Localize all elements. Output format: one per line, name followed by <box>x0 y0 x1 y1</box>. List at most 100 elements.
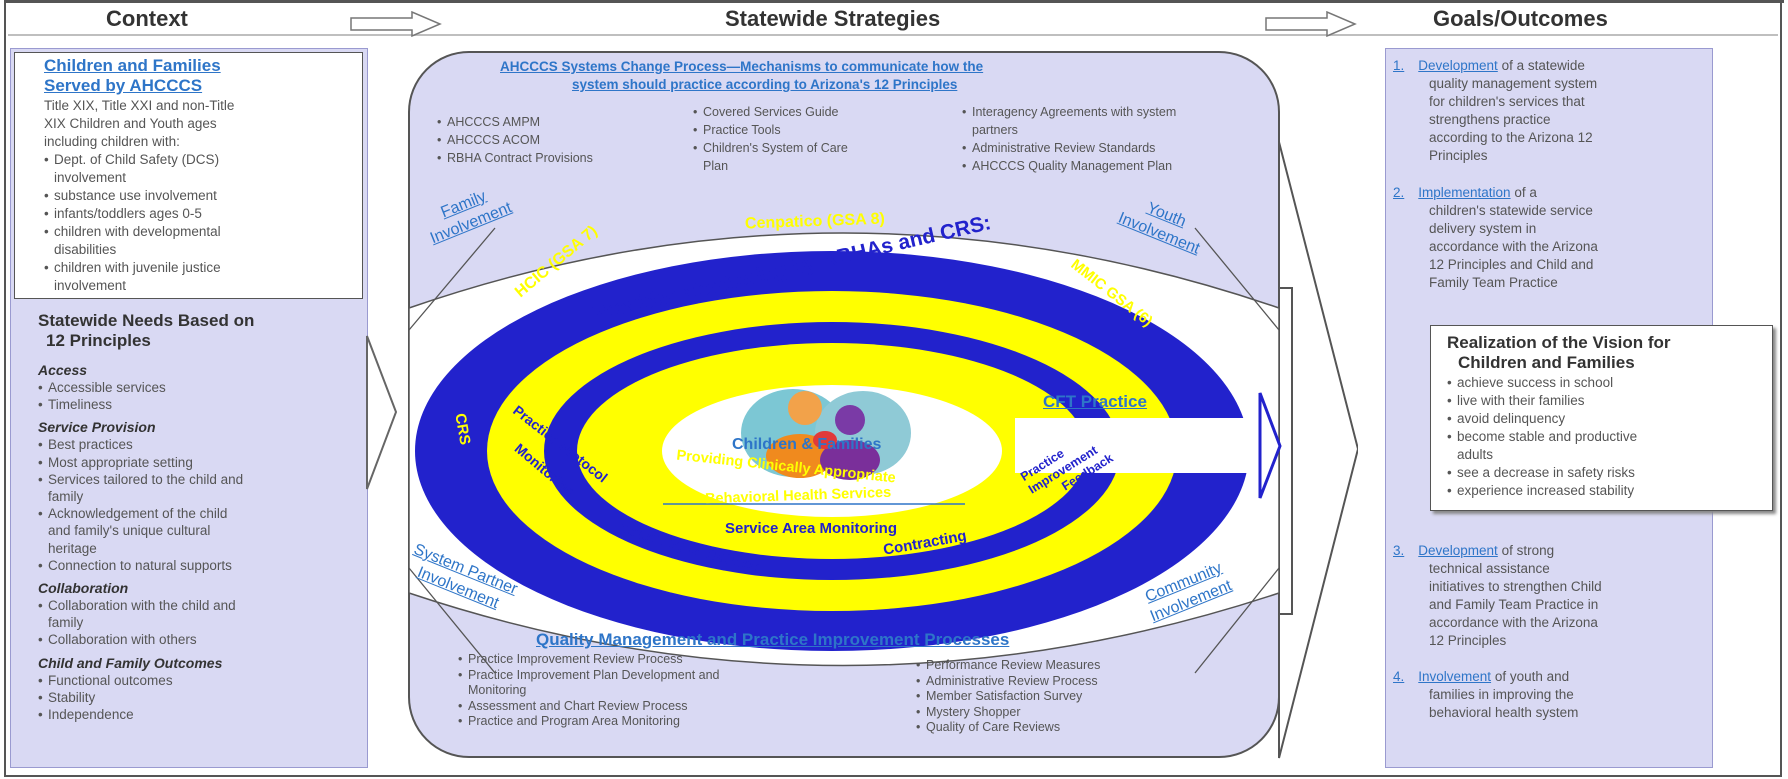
list-item-text: Independence <box>48 707 134 723</box>
goal-link: Development <box>1418 58 1498 73</box>
list-item-text: Interagency Agreements with system <box>972 105 1177 119</box>
list-item-text: become stable and productive <box>1457 429 1638 444</box>
goal-number: 3. <box>1393 543 1405 558</box>
list-item: Best practices <box>38 436 243 453</box>
goal-line: children's statewide service <box>1429 203 1593 218</box>
served-intro-line: Title XIX, Title XXI and non-Title <box>44 98 235 113</box>
list-item: Member Satisfaction Survey <box>916 689 1100 705</box>
list-item-text: substance use involvement <box>54 188 217 203</box>
mechanism-list: AHCCCS AMPMAHCCCS ACOMRBHA Contract Prov… <box>437 113 593 167</box>
list-item: Stability <box>38 689 243 706</box>
list-item-text: Best practices <box>48 437 133 453</box>
list-item: Administrative Review Process <box>916 674 1100 690</box>
served-intro-line: XIX Children and Youth ages <box>44 116 217 131</box>
list-item-text: Quality of Care Reviews <box>926 720 1061 734</box>
strategy-list-2: Covered Services GuidePractice ToolsChil… <box>693 103 848 175</box>
needs-items: Accessible servicesTimeliness <box>38 379 243 414</box>
qm-title: Quality Management and Practice Improvem… <box>536 630 1010 649</box>
list-item-text: Monitoring <box>468 683 527 697</box>
strategy-list-3: Interagency Agreements with systempartne… <box>962 103 1176 175</box>
list-item-text: Assessment and Chart Review Process <box>468 698 688 713</box>
needs-section-title: Collaboration <box>38 580 129 597</box>
needs-section-title: Service Provision <box>38 419 156 436</box>
strategies-diagram <box>408 51 1282 758</box>
goal-line: accordance with the Arizona <box>1429 239 1598 254</box>
list-item-text: children with developmental <box>54 224 221 239</box>
list-item-text: Functional outcomes <box>48 672 173 688</box>
goal-line: 4.Involvement of youth and <box>1393 668 1578 686</box>
list-item: Covered Services Guide <box>693 103 848 121</box>
strategies-header: Statewide Strategies <box>725 6 941 31</box>
vision-title: Children and Families <box>1458 353 1635 372</box>
list-item-text: experience increased stability <box>1457 483 1635 498</box>
goal-line: behavioral health system <box>1429 705 1579 720</box>
list-item-text: family <box>48 615 84 631</box>
goal-line: and Family Team Practice in <box>1429 597 1599 612</box>
goal-number: 2. <box>1393 185 1405 200</box>
list-item-text: RBHA Contract Provisions <box>447 151 593 165</box>
list-item: Administrative Review Standards <box>962 139 1176 157</box>
mechanism-list: Interagency Agreements with systempartne… <box>962 103 1176 175</box>
needs-items: Best practicesMost appropriate settingSe… <box>38 436 243 574</box>
goal-text: of a <box>1510 185 1537 200</box>
goal-line: strengthens practice <box>1429 112 1551 127</box>
header-divider <box>8 34 1778 36</box>
list-item-text: avoid delinquency <box>1457 411 1566 426</box>
list-item-text: Collaboration with others <box>48 632 197 648</box>
family-figure-icon <box>741 389 911 480</box>
strategy-list-1: AHCCCS AMPMAHCCCS ACOMRBHA Contract Prov… <box>437 113 593 167</box>
list-item: Assessment and Chart Review Process <box>458 699 720 715</box>
context-header: Context <box>106 6 188 31</box>
list-item: AHCCCS Quality Management Plan <box>962 157 1176 175</box>
list-item: substance use involvement <box>44 187 234 205</box>
needs-section-items: Best practicesMost appropriate settingSe… <box>38 436 243 574</box>
goal-link: Development <box>1418 543 1498 558</box>
service-area-monitoring-label: Service Area Monitoring <box>725 520 897 537</box>
list-item: Mystery Shopper <box>916 705 1100 721</box>
list-item: RBHA Contract Provisions <box>437 149 593 167</box>
list-item: Accessible services <box>38 379 243 396</box>
qm-items: Practice Improvement Review ProcessPract… <box>458 652 720 730</box>
list-item: Practice Tools <box>693 121 848 139</box>
list-item-text: AHCCCS Quality Management Plan <box>972 159 1173 173</box>
list-item-text: family <box>48 489 84 505</box>
goal-line: Principles <box>1429 148 1488 163</box>
qm-list-2: Performance Review MeasuresAdministrativ… <box>916 658 1100 736</box>
list-item-text: Administrative Review Process <box>926 673 1098 688</box>
goal-link: Involvement <box>1418 669 1492 684</box>
list-item-text: see a decrease in safety risks <box>1457 465 1635 480</box>
list-item: Interagency Agreements with systempartne… <box>962 103 1176 139</box>
needs-items: Functional outcomesStabilityIndependence <box>38 672 243 724</box>
list-item: live with their families <box>1447 392 1637 410</box>
list-item-text: Practice Improvement Review Process <box>468 652 683 666</box>
list-item-text: Stability <box>48 689 96 705</box>
list-item-text: Practice Tools <box>703 123 781 137</box>
goal-line: accordance with the Arizona <box>1429 615 1598 630</box>
cft-practice-label: CFT Practice <box>1043 392 1147 411</box>
goals-header: Goals/Outcomes <box>1433 6 1608 31</box>
list-item-text: children with juvenile justice <box>54 260 221 275</box>
goal-line: delivery system in <box>1429 221 1537 236</box>
diagram-frame <box>4 0 1782 777</box>
list-item-text: adults <box>1457 447 1494 462</box>
list-item-text: and family's unique cultural <box>48 523 211 539</box>
list-item-text: Acknowledgement of the child <box>48 506 228 522</box>
goal-line: 1.Development of a statewide <box>1393 57 1597 75</box>
list-item: Timeliness <box>38 396 243 413</box>
list-item: Quality of Care Reviews <box>916 720 1100 736</box>
served-title: Served by AHCCCS <box>44 76 203 95</box>
list-item: AHCCCS ACOM <box>437 131 593 149</box>
list-item-text: Member Satisfaction Survey <box>926 689 1083 703</box>
goal-text: of strong <box>1497 543 1555 558</box>
served-list: Dept. of Child Safety (DCS)involvementsu… <box>44 151 234 295</box>
list-item: Dept. of Child Safety (DCS)involvement <box>44 151 234 187</box>
goal-line: 12 Principles and Child and <box>1429 257 1594 272</box>
list-item-text: Collaboration with the child and <box>48 598 236 614</box>
needs-title: Statewide Needs Based on <box>38 311 255 330</box>
cft-arrow-icon <box>1015 393 1280 498</box>
header-arrow-icon <box>1265 11 1357 37</box>
